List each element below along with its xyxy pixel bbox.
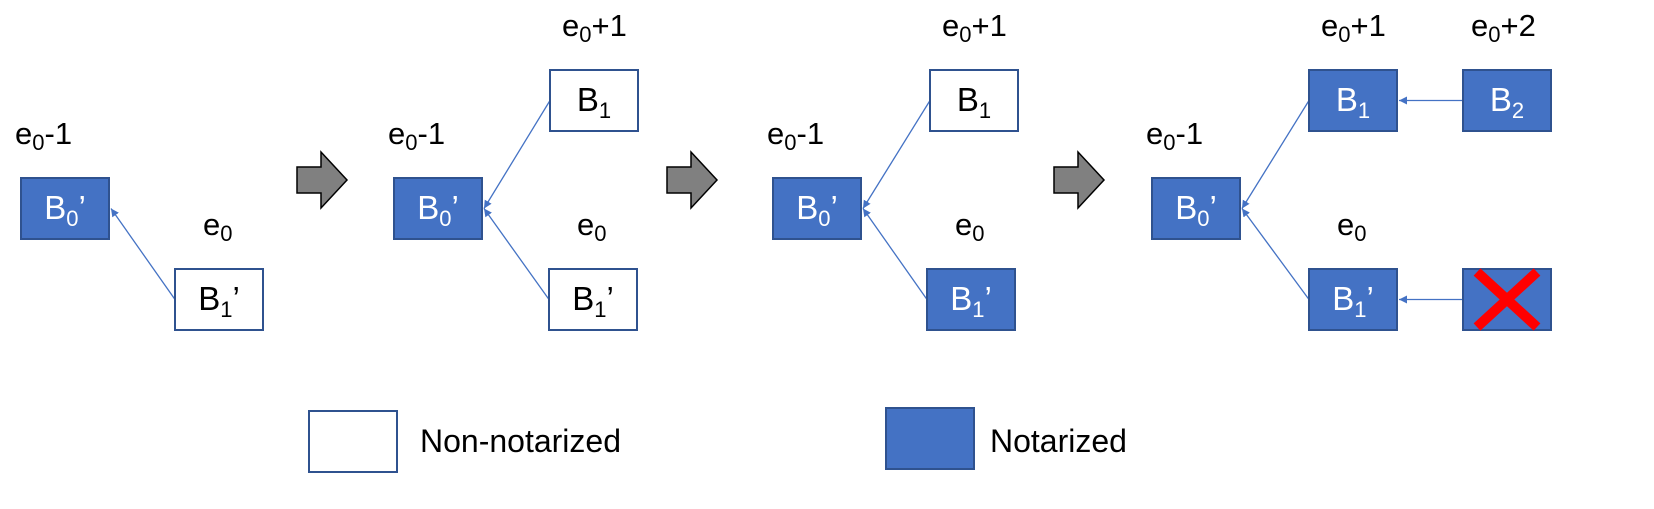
- stage-transition-arrow-icon: [296, 150, 349, 210]
- epoch-label: e0+2: [1471, 8, 1536, 47]
- epoch-labels-layer: e0-1 e0 e0-1 e0+1 e0 e0-1 e0+1 e0 e0-1 e0+1 e0 e0+2: [15, 8, 1536, 246]
- stage-transition-arrow-icon: [1053, 150, 1106, 210]
- epoch-label: e0: [203, 207, 233, 246]
- block-label: B1’: [198, 280, 240, 322]
- stage-transition-arrow-icon: [666, 150, 719, 210]
- parent-link-edge: [1241, 100, 1310, 209]
- parent-link-edge: [1241, 208, 1310, 300]
- parent-link-edge: [483, 100, 551, 209]
- block-label: B0’: [1175, 189, 1217, 231]
- epoch-label: e0+1: [562, 8, 627, 47]
- parent-link-edge: [483, 208, 550, 300]
- block-box: [1462, 69, 1552, 132]
- legend: Non-notarized Notarized: [308, 407, 1127, 473]
- block-box: [772, 177, 862, 240]
- block-box: [549, 69, 639, 132]
- block-label: B0’: [417, 189, 459, 231]
- legend-notarized-swatch: [885, 407, 975, 470]
- block-label: B0’: [796, 189, 838, 231]
- block-box: [393, 177, 483, 240]
- legend-non-notarized-label: Non-notarized: [420, 423, 621, 459]
- epoch-label: e0-1: [388, 116, 445, 155]
- epoch-label: e0-1: [15, 116, 72, 155]
- block-label: B1: [957, 81, 991, 123]
- block-label: B1: [1336, 81, 1370, 123]
- parent-link-edge: [862, 100, 931, 209]
- block-box: [548, 268, 638, 331]
- block-box: [1151, 177, 1241, 240]
- parent-link-edge: [862, 208, 928, 300]
- block-box: [174, 268, 264, 331]
- legend-non-notarized-swatch: [308, 410, 398, 473]
- block-box: [929, 69, 1019, 132]
- rejected-cross-icon: [1473, 268, 1541, 331]
- epoch-label: e0+1: [1321, 8, 1386, 47]
- block-label: B2: [1490, 81, 1524, 123]
- block-label: B1’: [1332, 280, 1374, 322]
- epoch-label: e0-1: [1146, 116, 1203, 155]
- block-box: [926, 268, 1016, 331]
- stage-arrows-layer: [296, 150, 1106, 210]
- block-label: B1: [577, 81, 611, 123]
- block-box: [1308, 69, 1398, 132]
- epoch-label: e0+1: [942, 8, 1007, 47]
- legend-notarized-label: Notarized: [990, 423, 1127, 459]
- block-label: B1’: [572, 280, 614, 322]
- epoch-label: e0: [955, 207, 985, 246]
- block-box: [20, 177, 110, 240]
- block-label: B0’: [44, 189, 86, 231]
- edges-layer: [110, 96, 1463, 304]
- block-label: B1’: [950, 280, 992, 322]
- epoch-label: e0-1: [767, 116, 824, 155]
- block-box: [1308, 268, 1398, 331]
- epoch-label: e0: [577, 207, 607, 246]
- parent-link-edge: [110, 208, 176, 300]
- epoch-label: e0: [1337, 207, 1367, 246]
